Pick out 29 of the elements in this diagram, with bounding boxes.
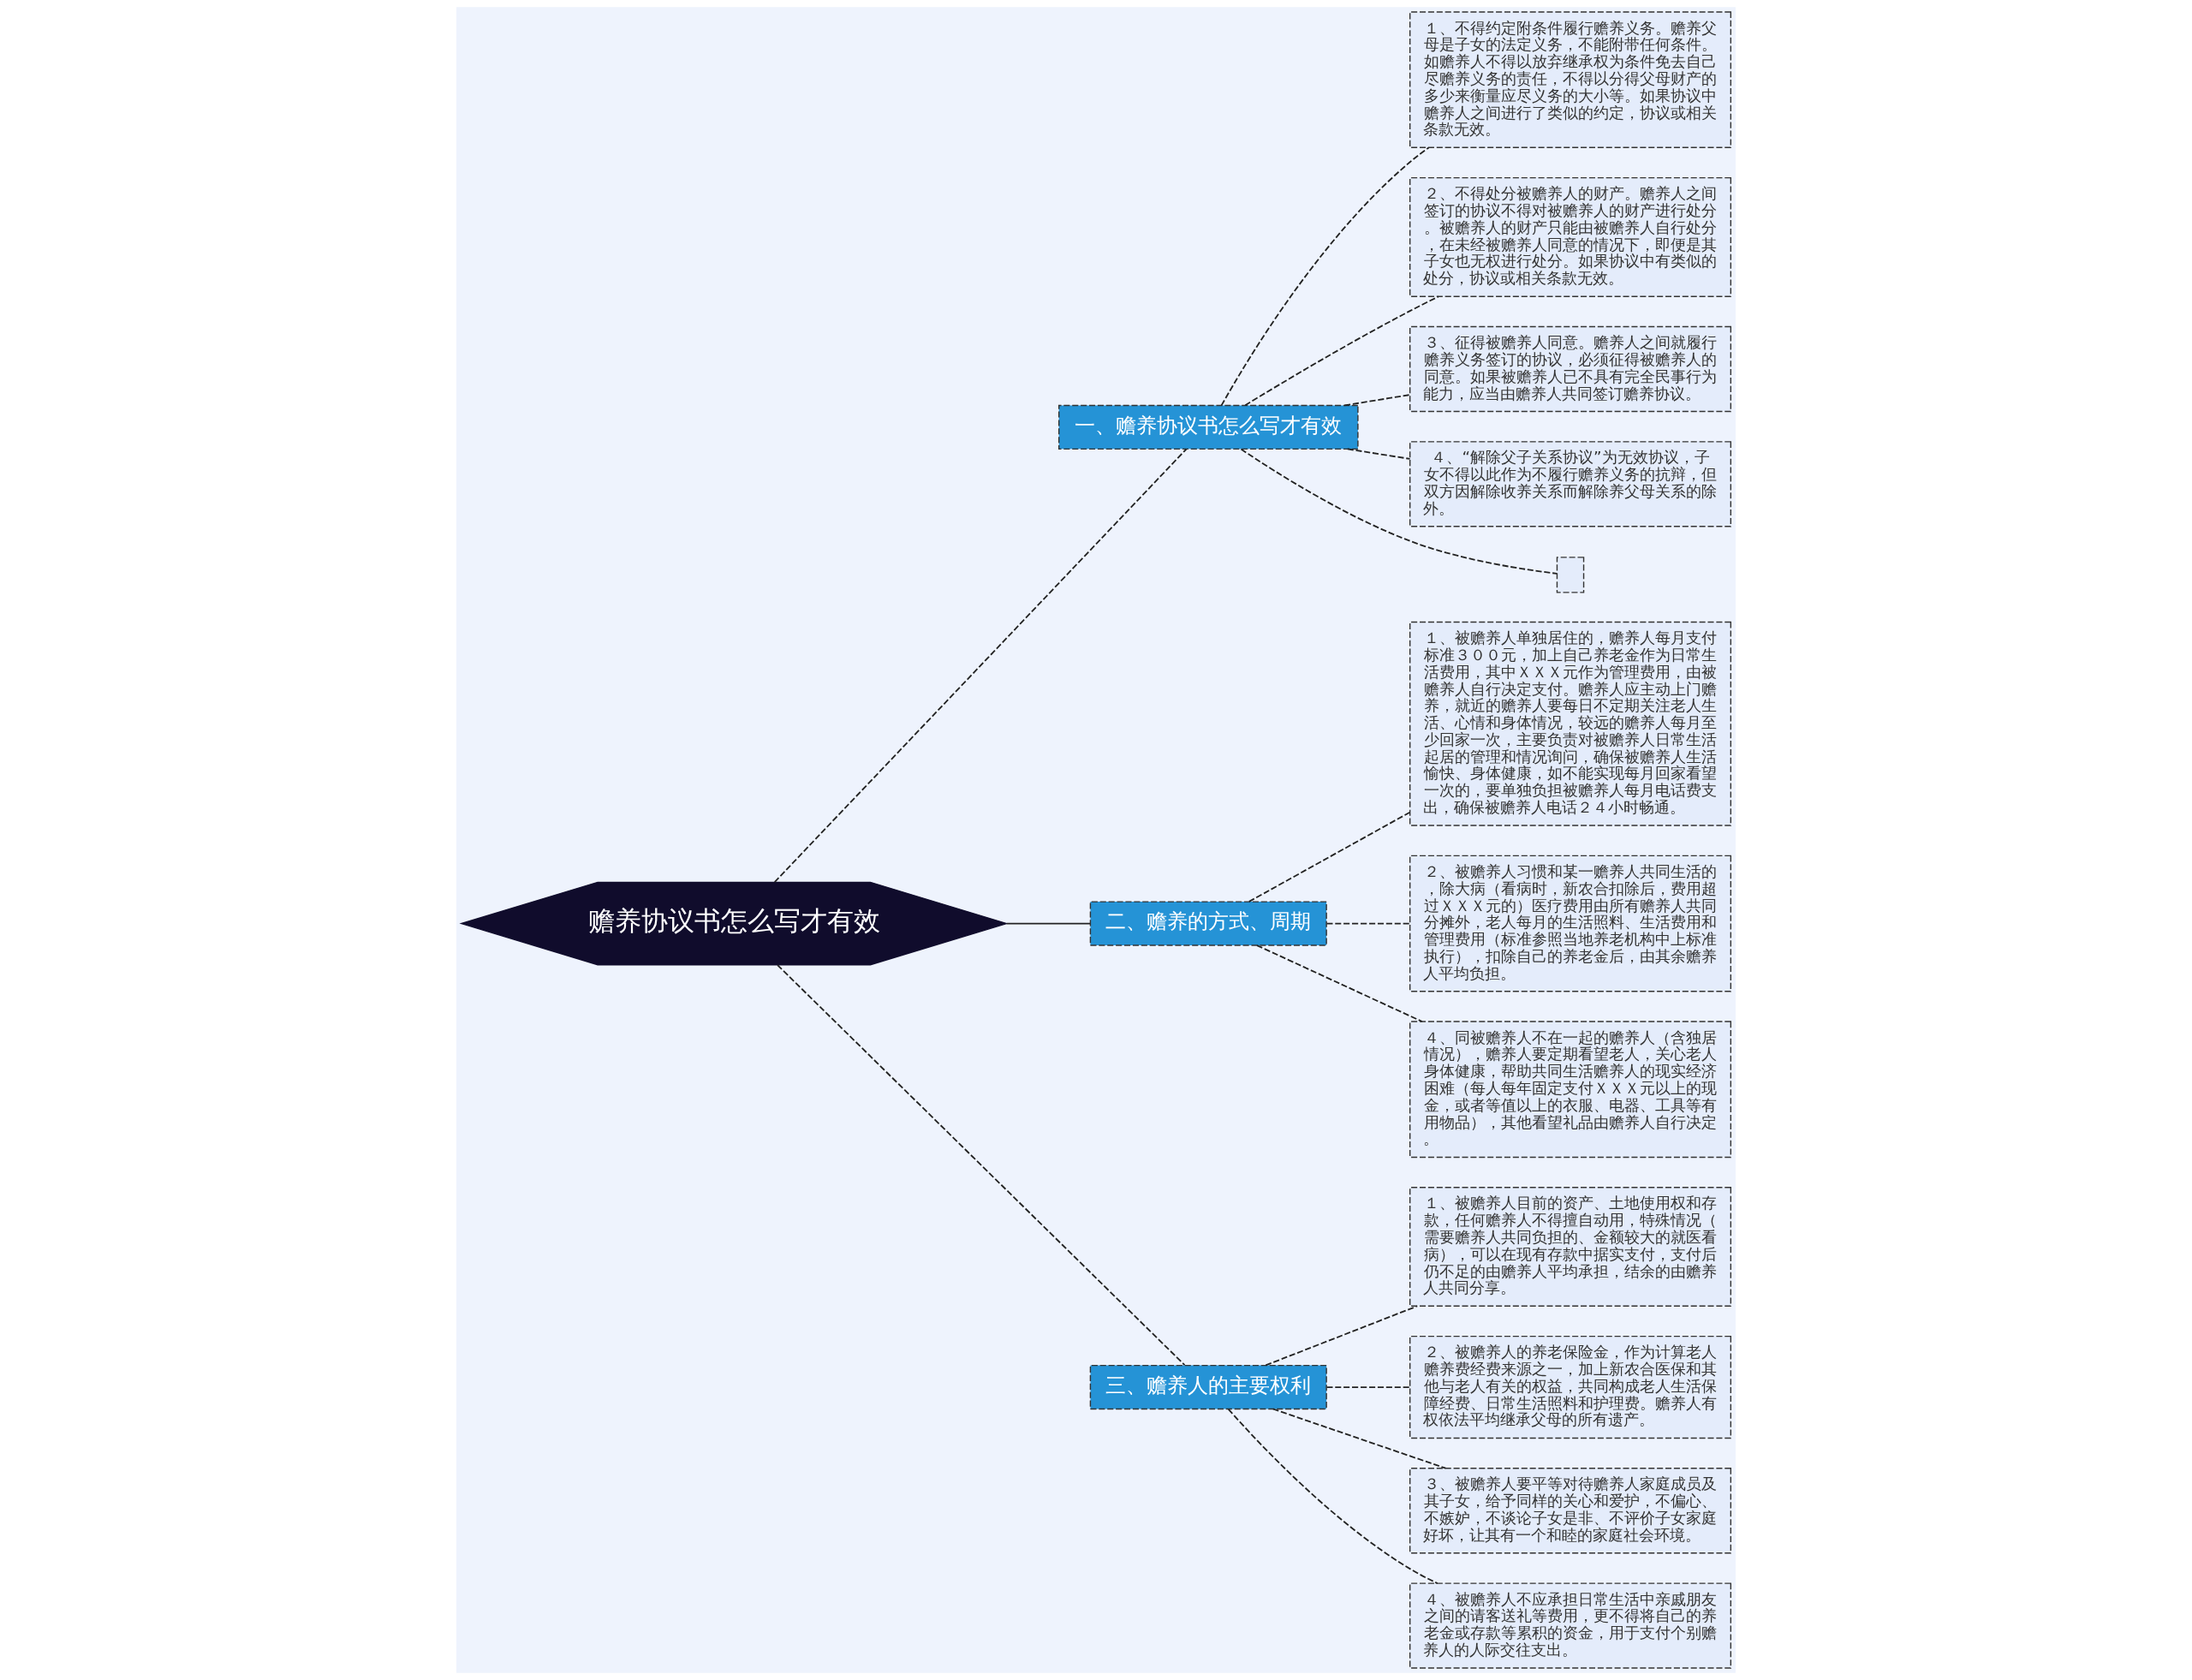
node-box: ２、被赡养人习惯和某一赡养人共同生活的，除大病（看病时，新农合扣除后，费用超过ＸＸＸ元的）医疗费用由所有赡养人共同分摊外，老人每月的生活照料、生活费用和管理费用（标准参照当地养老机构中上标准执行），扣除自己的养老金后，由其余赡养人平均负担。 (1409, 855, 1732, 992)
connector (1325, 922, 1411, 925)
connector (1272, 1408, 1447, 1469)
connector (1248, 811, 1411, 903)
node-box: ４、同被赡养人不在一起的赡养人（含独居情况），赡养人要定期看望老人，关心老人身体健康，帮助共同生活赡养人的现实经济困难（每人每年固定支付ＸＸＸ元以上的现金，或者等值以上的衣服、电器、工具等有用物品），其他看望礼品由赡养人自行决定。 (1409, 1021, 1732, 1159)
node-box: １、被赡养人单独居住的，赡养人每月支付标准３００元，加上自己养老金作为日常生活费用，其中ＸＸＸ元作为管理费用，由被赡养人自行决定支付。赡养人应主动上门赡养，就近的赡养人要每日不定期关注老人生活、心情和身体情况，较远的赡养人每月至少回家一次，主要负责对被赡养人日常生活起居的管理和情况询问，确保被赡养人生活愉快、身体健康，如不能实现每月回家看望一次的，要单独负担被赡养人每月电话费支出，确保被赡养人电话２４小时畅通。 (1409, 621, 1732, 826)
connector (1265, 1305, 1419, 1367)
node-box: ４、被赡养人不应承担日常生活中亲戚朋友之间的请客送礼等费用，更不得将自己的养老金或存款等累积的资金，用于支付个别赡养人的人际交往支出。 (1409, 1582, 1732, 1669)
node-box: 三、赡养人的主要权利 (1089, 1364, 1327, 1410)
connector (1325, 1386, 1411, 1388)
node-box: １、被赡养人目前的资产、土地使用权和存款，任何赡养人不得擅自动用，特殊情况（需要赡养人共同负担的、金额较大的就医看病），可以在现有存款中据实支付，支付后仍不足的由赡养人平均承担，结余的由赡养人共同分享。 (1409, 1187, 1732, 1308)
connector (1227, 1408, 1438, 1584)
node-box (1556, 557, 1585, 593)
node-box: ３、征得被赡养人同意。赡养人之间就履行赡养义务签订的协议，必须征得被赡养人的同意。如果被赡养人已不具有完全民事行为能力，应当由赡养人共同签订赡养协议。 (1409, 325, 1732, 413)
connector (1256, 944, 1423, 1022)
connector (777, 964, 1186, 1367)
connector (1220, 146, 1430, 407)
node-box: 二、赡养的方式、周期 (1089, 901, 1327, 946)
node-box: ２、不得处分被赡养人的财产。赡养人之间签订的协议不得对被赡养人的财产进行处分。被赡养人的财产只能由被赡养人自行处分，在未经被赡养人同意的情况下，即便是其子女也无权进行处分。如果协议中有类似的处分，协议或相关条款无效。 (1409, 176, 1732, 297)
node-box: ４、“解除父子关系协议”为无效协议，子女不得以此作为不履行赡养义务的抗辩，但双方因解除收养关系而解除养父母关系的除外。 (1409, 441, 1732, 527)
connector (1343, 394, 1411, 407)
node-box: ３、被赡养人要平等对待赡养人家庭成员及其子女，给予同样的关心和爱护，不偏心、不嫉妒，不谈论子女是非、不评价子女家庭好坏，让其有一个和睦的家庭社会环境。 (1409, 1468, 1732, 1554)
node-box: １、不得约定附条件履行赡养义务。赡养父母是子女的法定义务，不能附带任何条件。如赡养人不得以放弃继承权为条件免去自己尽赡养义务的责任，不得以分得父母财产的多少来衡量应尽义务的大小等。如果协议中赡养人之间进行了类似的约定，协议或相关条款无效。 (1409, 11, 1732, 148)
connector (773, 448, 1188, 884)
connector (1346, 448, 1411, 460)
node-box: 一、赡养协议书怎么写才有效 (1057, 404, 1359, 450)
connector (1240, 448, 1558, 575)
connector (1005, 922, 1091, 925)
node-box: ２、被赡养人的养老保险金，作为计算老人赡养费经费来源之一，加上新农合医保和其他与老人有关的权益，共同构成老人生活保障经费、日常生活照料和护理费。赡养人有权依法平均继承父母的所有遗产。 (1409, 1335, 1732, 1439)
